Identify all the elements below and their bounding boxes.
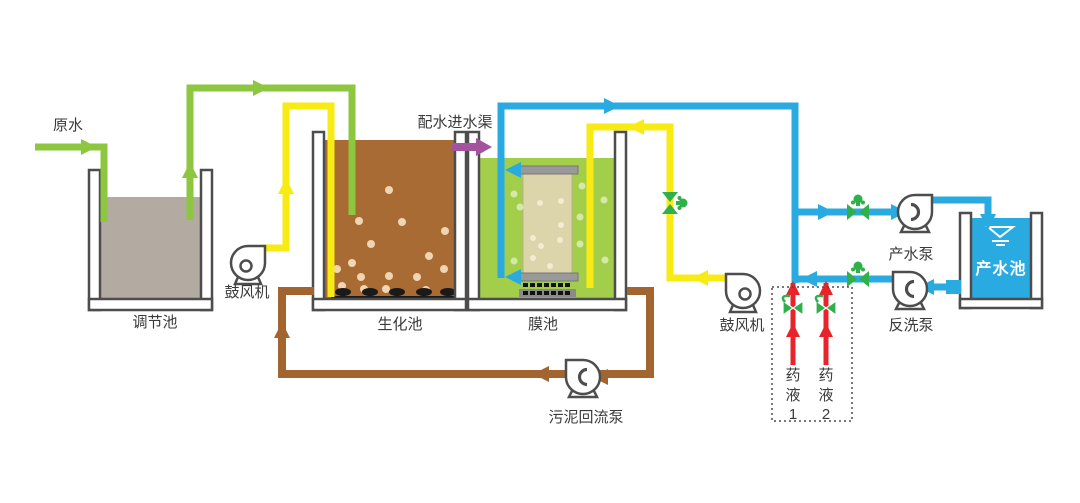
- label-membrane-tank: 膜池: [527, 316, 559, 333]
- product-tank-water: [966, 218, 1038, 302]
- membrane-tank: [466, 130, 628, 312]
- label-blower-right: 鼓风机: [719, 317, 765, 334]
- pipe-permeate-header: [497, 102, 799, 283]
- module-bubbles: [530, 198, 564, 269]
- label-chemical-2: 药液2: [818, 367, 834, 423]
- biochemical-tank: [311, 130, 468, 312]
- label-product-water-pump: 产水泵: [888, 246, 934, 263]
- label-blower-left: 鼓风机: [224, 284, 270, 301]
- blower-right-icon: [724, 272, 762, 314]
- product-line-valve-icon: [847, 194, 869, 220]
- label-biochemical-tank: 生化池: [377, 316, 423, 333]
- chemical-dosing-box: [771, 286, 853, 422]
- blower-left-icon: [229, 244, 267, 286]
- flow-arrows: [81, 80, 996, 385]
- pipe-raw-water-inflow: [35, 143, 108, 222]
- pipe-air-membrane: [586, 123, 726, 288]
- label-raw-water: 原水: [52, 117, 84, 134]
- chemical-1-valve-icon: [781, 294, 804, 317]
- pipe-to-biochemical-tank: [186, 84, 356, 220]
- product-water-pump-icon: [896, 193, 934, 234]
- pipe-air-biochemical: [262, 102, 335, 297]
- product-tank-outlet-nub: [946, 280, 961, 294]
- label-backwash-pump: 反洗泵: [888, 317, 934, 334]
- inlet-channel-arrow: [452, 138, 492, 156]
- aeration-bubbles: [333, 186, 449, 294]
- backwash-line-valve-icon: [847, 261, 869, 287]
- water-surface-icon: [985, 226, 1016, 246]
- air-line-valve-icon: [662, 192, 688, 214]
- membrane-tank-bubbles: [510, 182, 609, 265]
- chemical-2-valve-icon: [814, 294, 837, 317]
- label-chemical-1: 药液1: [785, 367, 801, 423]
- membrane-module-icon: [516, 165, 579, 297]
- product-water-tank: [958, 211, 1044, 310]
- membrane-aerator-dots: [523, 283, 570, 287]
- pipe-sludge-suction: [598, 287, 654, 378]
- label-regulating-tank: 调节池: [132, 314, 178, 331]
- regulating-tank: [87, 168, 214, 312]
- sludge-return-pump-icon: [564, 358, 602, 399]
- label-product-water-tank: 产水池: [975, 261, 1027, 278]
- label-inlet-channel: 配水进水渠: [417, 114, 493, 131]
- backwash-pump-icon: [891, 270, 929, 311]
- label-sludge-return-pump: 污泥回流泵: [548, 409, 624, 426]
